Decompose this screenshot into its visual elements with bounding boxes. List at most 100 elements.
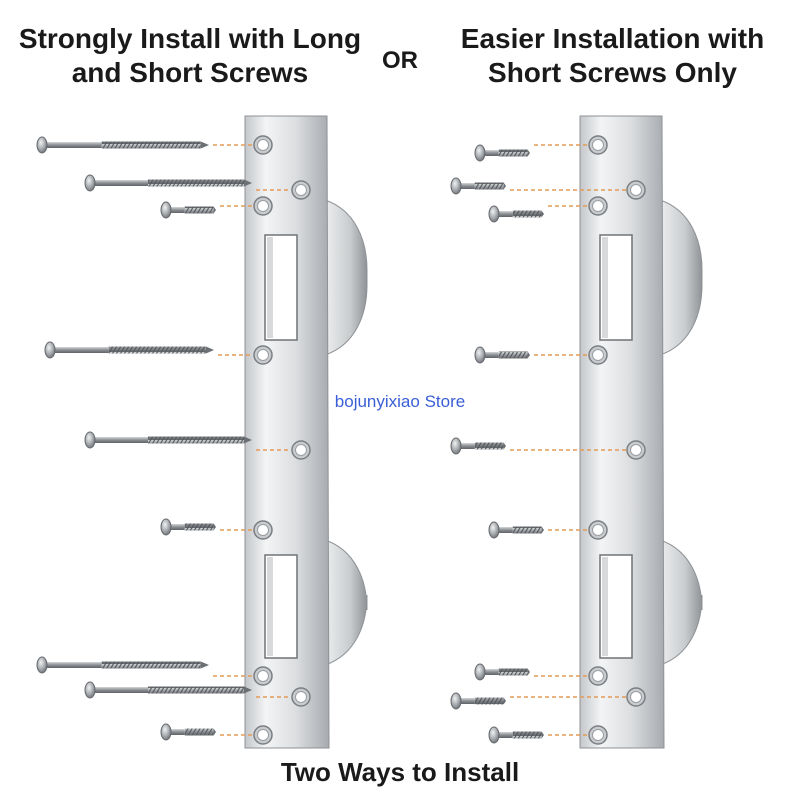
screw-tip — [213, 728, 216, 736]
screw-right-3 — [488, 205, 544, 223]
screw-shank — [168, 207, 185, 213]
screw-shank — [92, 180, 148, 186]
screw-hole-center — [295, 691, 307, 703]
screw-hole-center — [592, 670, 604, 682]
screw-head — [474, 144, 486, 162]
screw-tip — [200, 141, 209, 149]
screw-tip — [244, 686, 252, 694]
screw-shank — [52, 347, 109, 353]
screw-tip — [541, 731, 544, 739]
screw-tip — [527, 351, 530, 359]
screw-head — [36, 656, 48, 674]
screw-tip — [213, 206, 216, 214]
screw-thread — [148, 179, 244, 187]
screw-hole-center — [592, 524, 604, 536]
screw-left-6 — [160, 518, 216, 536]
screw-shank — [458, 443, 475, 449]
screw-tip — [541, 526, 544, 534]
strike-opening-edge — [602, 557, 608, 656]
screw-tip — [205, 346, 214, 354]
screw-head — [44, 341, 56, 359]
strike-opening-edge — [267, 557, 273, 656]
screw-shank — [496, 527, 513, 533]
screw-left-4 — [44, 341, 214, 359]
screw-thread — [474, 442, 504, 450]
screw-tip — [503, 182, 506, 190]
screw-right-6 — [488, 521, 544, 539]
screw-shank — [496, 211, 513, 217]
screw-head — [36, 136, 48, 154]
screw-left-2 — [84, 174, 252, 192]
strike-opening-edge — [267, 237, 273, 338]
screw-tip — [527, 668, 530, 676]
screw-shank — [44, 142, 102, 148]
screw-hole-center — [592, 200, 604, 212]
screw-hole-center — [257, 729, 269, 741]
screw-thread — [498, 351, 528, 359]
screw-head — [450, 692, 462, 710]
screw-hole-center — [592, 349, 604, 361]
screw-hole-center — [295, 184, 307, 196]
screw-shank — [44, 662, 102, 668]
screw-right-1 — [474, 144, 530, 162]
screw-hole-center — [592, 729, 604, 741]
screw-head — [160, 518, 172, 536]
left-title-line-1: Strongly Install with Long — [18, 23, 362, 54]
screw-tip — [244, 179, 252, 187]
screw-thread — [512, 210, 542, 218]
or-label: OR — [382, 47, 418, 74]
screw-right-9 — [488, 726, 544, 744]
screw-left-5 — [84, 431, 252, 449]
screw-shank — [92, 437, 148, 443]
screw-head — [84, 174, 96, 192]
right-title-line-1: Easier Installation with — [460, 23, 765, 54]
screw-left-9 — [160, 723, 216, 741]
screw-hole-center — [295, 444, 307, 456]
screw-thread — [148, 436, 244, 444]
store-watermark: bojunyixiao Store — [334, 392, 466, 411]
screw-head — [84, 431, 96, 449]
strike-opening-edge — [602, 237, 608, 338]
screw-hole-center — [257, 139, 269, 151]
strike-plate-lip — [324, 539, 368, 666]
screw-right-5 — [450, 437, 506, 455]
screw-left-3 — [160, 201, 216, 219]
screw-hole-center — [257, 200, 269, 212]
screw-shank — [482, 352, 499, 358]
screw-head — [160, 201, 172, 219]
screw-left-7 — [36, 656, 209, 674]
screw-thread — [512, 526, 542, 534]
screw-tip — [541, 210, 544, 218]
strike-plate-lip — [659, 539, 703, 666]
screw-head — [450, 177, 462, 195]
screw-right-2 — [450, 177, 506, 195]
screw-thread — [108, 346, 206, 354]
screw-head — [488, 205, 500, 223]
screw-right-7 — [474, 663, 530, 681]
screw-thread — [184, 523, 214, 531]
left-method-title: Strongly Install with Long and Short Scr… — [0, 22, 380, 90]
right-method-title: Easier Installation with Short Screws On… — [425, 22, 800, 90]
screw-tip — [503, 442, 506, 450]
screw-thread — [101, 141, 201, 149]
screw-tip — [503, 697, 506, 705]
screw-shank — [482, 669, 499, 675]
screw-shank — [496, 732, 513, 738]
screw-head — [488, 521, 500, 539]
screw-hole-center — [630, 444, 642, 456]
screw-thread — [474, 182, 504, 190]
screw-shank — [92, 687, 148, 693]
screw-thread — [512, 731, 542, 739]
screw-shank — [168, 729, 185, 735]
screw-right-4 — [474, 346, 530, 364]
screw-tip — [244, 436, 252, 444]
screw-hole-center — [630, 184, 642, 196]
screw-shank — [458, 698, 475, 704]
screw-head — [474, 663, 486, 681]
screw-tip — [527, 149, 530, 157]
screw-tip — [213, 523, 216, 531]
bottom-caption: Two Ways to Install — [280, 757, 520, 787]
screw-shank — [168, 524, 185, 530]
screw-head — [160, 723, 172, 741]
